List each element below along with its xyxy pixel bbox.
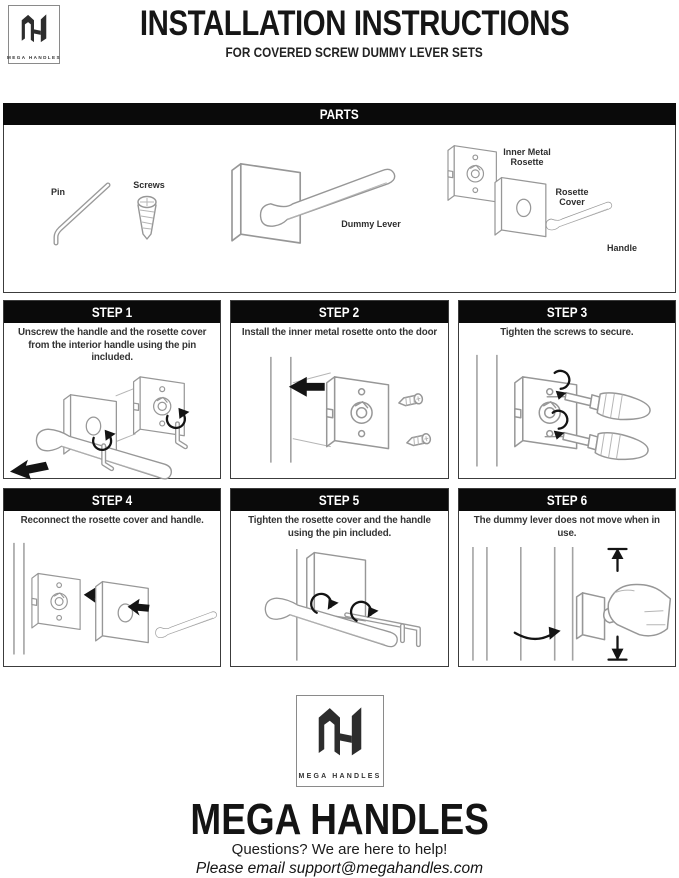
step-1-header: STEP 1	[4, 301, 221, 323]
part-label-inner-rosette: Inner Metal Rosette	[503, 147, 551, 168]
step-6-card: STEP 6 The dummy lever does not move whe…	[457, 488, 676, 667]
parts-section-header: PARTS	[3, 103, 676, 125]
header: INSTALLATION INSTRUCTIONS FOR COVERED SC…	[0, 6, 679, 60]
step-2-figure	[231, 341, 447, 478]
brand-logo-caption: MEGA HANDLES	[7, 55, 61, 60]
inner-rosette-illustration	[447, 145, 497, 203]
step-2-instruction: Install the inner metal rosette onto the…	[241, 327, 438, 338]
step-3-instruction: Tighten the screws to secure.	[500, 327, 634, 338]
screw-illustration	[137, 195, 157, 240]
step-4-figure	[4, 529, 220, 666]
part-label-rosette-cover: Rosette Cover	[555, 187, 589, 208]
rosette-cover-illustration	[495, 178, 546, 237]
footer-logo-caption: MEGA HANDLES	[298, 773, 382, 780]
step-3-figure	[459, 341, 675, 478]
step-5-header: STEP 5	[231, 489, 448, 511]
footer-help-text: Questions? We are here to help!	[231, 841, 448, 858]
page-title: INSTALLATION INSTRUCTIONS	[139, 4, 570, 43]
step-2-card: STEP 2 Install the inner metal rosette o…	[230, 300, 449, 479]
mh-monogram-icon	[318, 707, 362, 756]
step-3-card: STEP 3 Tighten the screws to secure.	[457, 300, 676, 479]
step-6-figure	[459, 541, 675, 667]
step-5-instruction: Tighten the rosette cover and the handle…	[248, 515, 431, 539]
parts-diagram: Pin Screws Dummy Lever Inner Metal Roset…	[3, 125, 676, 293]
step-5-figure	[231, 541, 447, 667]
part-label-screws: Screws	[133, 180, 165, 190]
step-1-instruction: Unscrew the handle and the rosette cover…	[17, 327, 207, 364]
pin-illustration	[53, 182, 111, 246]
parts-illustration	[53, 145, 613, 246]
step-6-header: STEP 6	[458, 489, 675, 511]
footer-logo: MEGA HANDLES	[296, 695, 384, 787]
step-3-header: STEP 3	[458, 301, 675, 323]
step-4-card: STEP 4 Reconnect the rosette cover and h…	[3, 488, 222, 667]
page-subtitle: FOR COVERED SCREW DUMMY LEVER SETS	[225, 44, 484, 60]
part-label-pin: Pin	[50, 187, 65, 197]
steps-row-1: STEP 1 Unscrew the handle and the rosett…	[3, 300, 676, 480]
step-1-figure	[4, 366, 220, 492]
footer-contact-text: Please email support@megahandles.com	[195, 860, 484, 877]
steps-row-2: STEP 4 Reconnect the rosette cover and h…	[3, 488, 676, 667]
step-5-card: STEP 5 Tighten the rosette cover and the…	[230, 488, 449, 667]
footer-brand-name: MEGA HANDLES	[190, 795, 489, 844]
step-6-instruction: The dummy lever does not move when in us…	[473, 515, 660, 539]
brand-logo: MEGA HANDLES	[7, 5, 61, 64]
part-label-dummy-lever: Dummy Lever	[341, 219, 401, 229]
part-label-handle: Handle	[606, 243, 637, 253]
dummy-lever-illustration	[231, 162, 396, 244]
step-1-card: STEP 1 Unscrew the handle and the rosett…	[3, 300, 222, 480]
step-2-header: STEP 2	[231, 301, 448, 323]
parts-section: PARTS	[3, 103, 676, 293]
step-4-instruction: Reconnect the rosette cover and handle.	[20, 515, 204, 526]
step-4-header: STEP 4	[4, 489, 221, 511]
